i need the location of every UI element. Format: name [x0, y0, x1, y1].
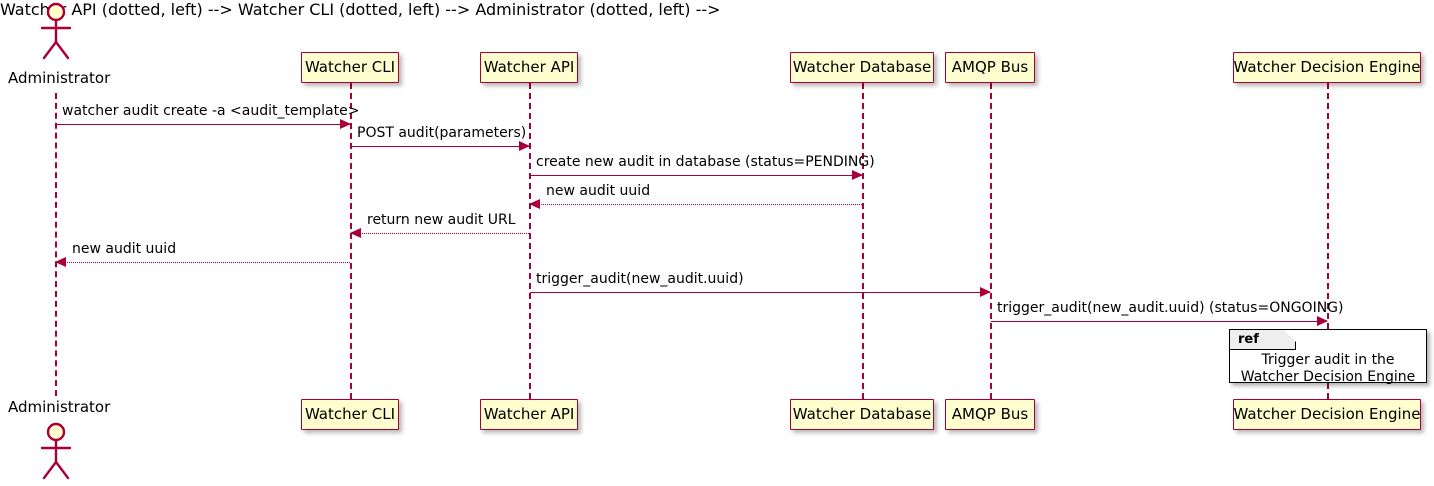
message-label: watcher audit create -a <audit_template> — [62, 103, 360, 119]
participant-label-watcher-api-top: Watcher API — [483, 58, 575, 76]
message-label: new audit uuid — [546, 183, 651, 199]
lifeline-watcher-database — [862, 83, 864, 399]
participant-label-watcher-decision-engine-bottom: Watcher Decision Engine — [1233, 405, 1421, 423]
arrowhead-right-icon — [980, 287, 991, 297]
participant-label-watcher-cli-bottom: Watcher CLI — [304, 405, 396, 423]
message-label: create new audit in database (status=PEN… — [536, 154, 875, 170]
message-line — [530, 175, 862, 176]
participant-watcher-cli-top[interactable]: Watcher CLI — [301, 52, 399, 83]
message-label: trigger_audit(new_audit.uuid) — [536, 271, 744, 287]
lifeline-watcher-cli — [350, 83, 352, 399]
participant-watcher-api-top[interactable]: Watcher API — [480, 52, 578, 83]
participant-label-watcher-cli-top: Watcher CLI — [304, 58, 396, 76]
actor-figure-icon — [40, 422, 72, 480]
message-line — [56, 124, 350, 125]
ref-fragment-line-2: Watcher Decision Engine — [1240, 369, 1416, 385]
participant-watcher-decision-engine-bottom[interactable]: Watcher Decision Engine — [1233, 399, 1421, 430]
lifeline-watcher-api — [529, 83, 531, 399]
arrowhead-left-icon — [529, 199, 540, 209]
participant-label-watcher-decision-engine-top: Watcher Decision Engine — [1233, 58, 1421, 76]
arrowhead-left-icon — [55, 257, 66, 267]
arrowhead-right-icon — [852, 170, 863, 180]
arrowhead-right-icon — [1317, 316, 1328, 326]
arrowhead-right-icon — [519, 141, 530, 151]
actor-administrator-bottom — [32, 422, 80, 480]
participant-watcher-database-top[interactable]: Watcher Database — [790, 52, 934, 83]
arrowhead-left-icon — [350, 228, 361, 238]
actor-label-administrator-top: Administrator — [8, 69, 111, 87]
message-line — [56, 262, 350, 263]
participant-label-watcher-api-bottom: Watcher API — [483, 405, 575, 423]
message-label: new audit uuid — [72, 241, 177, 257]
ref-fragment: ref Trigger audit in the Watcher Decisio… — [1229, 329, 1427, 386]
lifeline-watcher-decision-engine — [1327, 83, 1329, 399]
message-label: return new audit URL — [367, 212, 516, 228]
participant-label-watcher-database-bottom: Watcher Database — [792, 405, 932, 423]
message-line — [530, 204, 862, 205]
lifeline-administrator — [55, 93, 57, 396]
message-line — [530, 292, 990, 293]
participant-watcher-api-bottom[interactable]: Watcher API — [480, 399, 578, 430]
ref-fragment-tab: ref — [1230, 330, 1296, 350]
message-line — [351, 233, 529, 234]
message-label: POST audit(parameters) — [357, 125, 527, 141]
message-line — [991, 321, 1327, 322]
ref-fragment-body: Trigger audit in the Watcher Decision En… — [1230, 352, 1426, 386]
ref-fragment-line-1: Trigger audit in the — [1261, 352, 1395, 368]
participant-watcher-cli-bottom[interactable]: Watcher CLI — [301, 399, 399, 430]
arrowhead-right-icon — [340, 119, 351, 129]
actor-figure-icon — [40, 2, 72, 60]
ref-fragment-tab-label: ref — [1238, 332, 1259, 347]
participant-label-watcher-database-top: Watcher Database — [792, 58, 932, 76]
actor-administrator-top — [32, 2, 80, 60]
participant-label-amqp-bus-bottom: AMQP Bus — [951, 405, 1029, 423]
message-line — [351, 146, 529, 147]
participant-amqp-bus-bottom[interactable]: AMQP Bus — [945, 399, 1035, 430]
lifeline-amqp-bus — [990, 83, 992, 399]
participant-watcher-database-bottom[interactable]: Watcher Database — [790, 399, 934, 430]
actor-label-administrator-bottom: Administrator — [8, 398, 111, 416]
participant-amqp-bus-top[interactable]: AMQP Bus — [945, 52, 1035, 83]
participant-label-amqp-bus-top: AMQP Bus — [951, 58, 1029, 76]
participant-watcher-decision-engine-top[interactable]: Watcher Decision Engine — [1233, 52, 1421, 83]
message-label: trigger_audit(new_audit.uuid) (status=ON… — [997, 300, 1344, 316]
